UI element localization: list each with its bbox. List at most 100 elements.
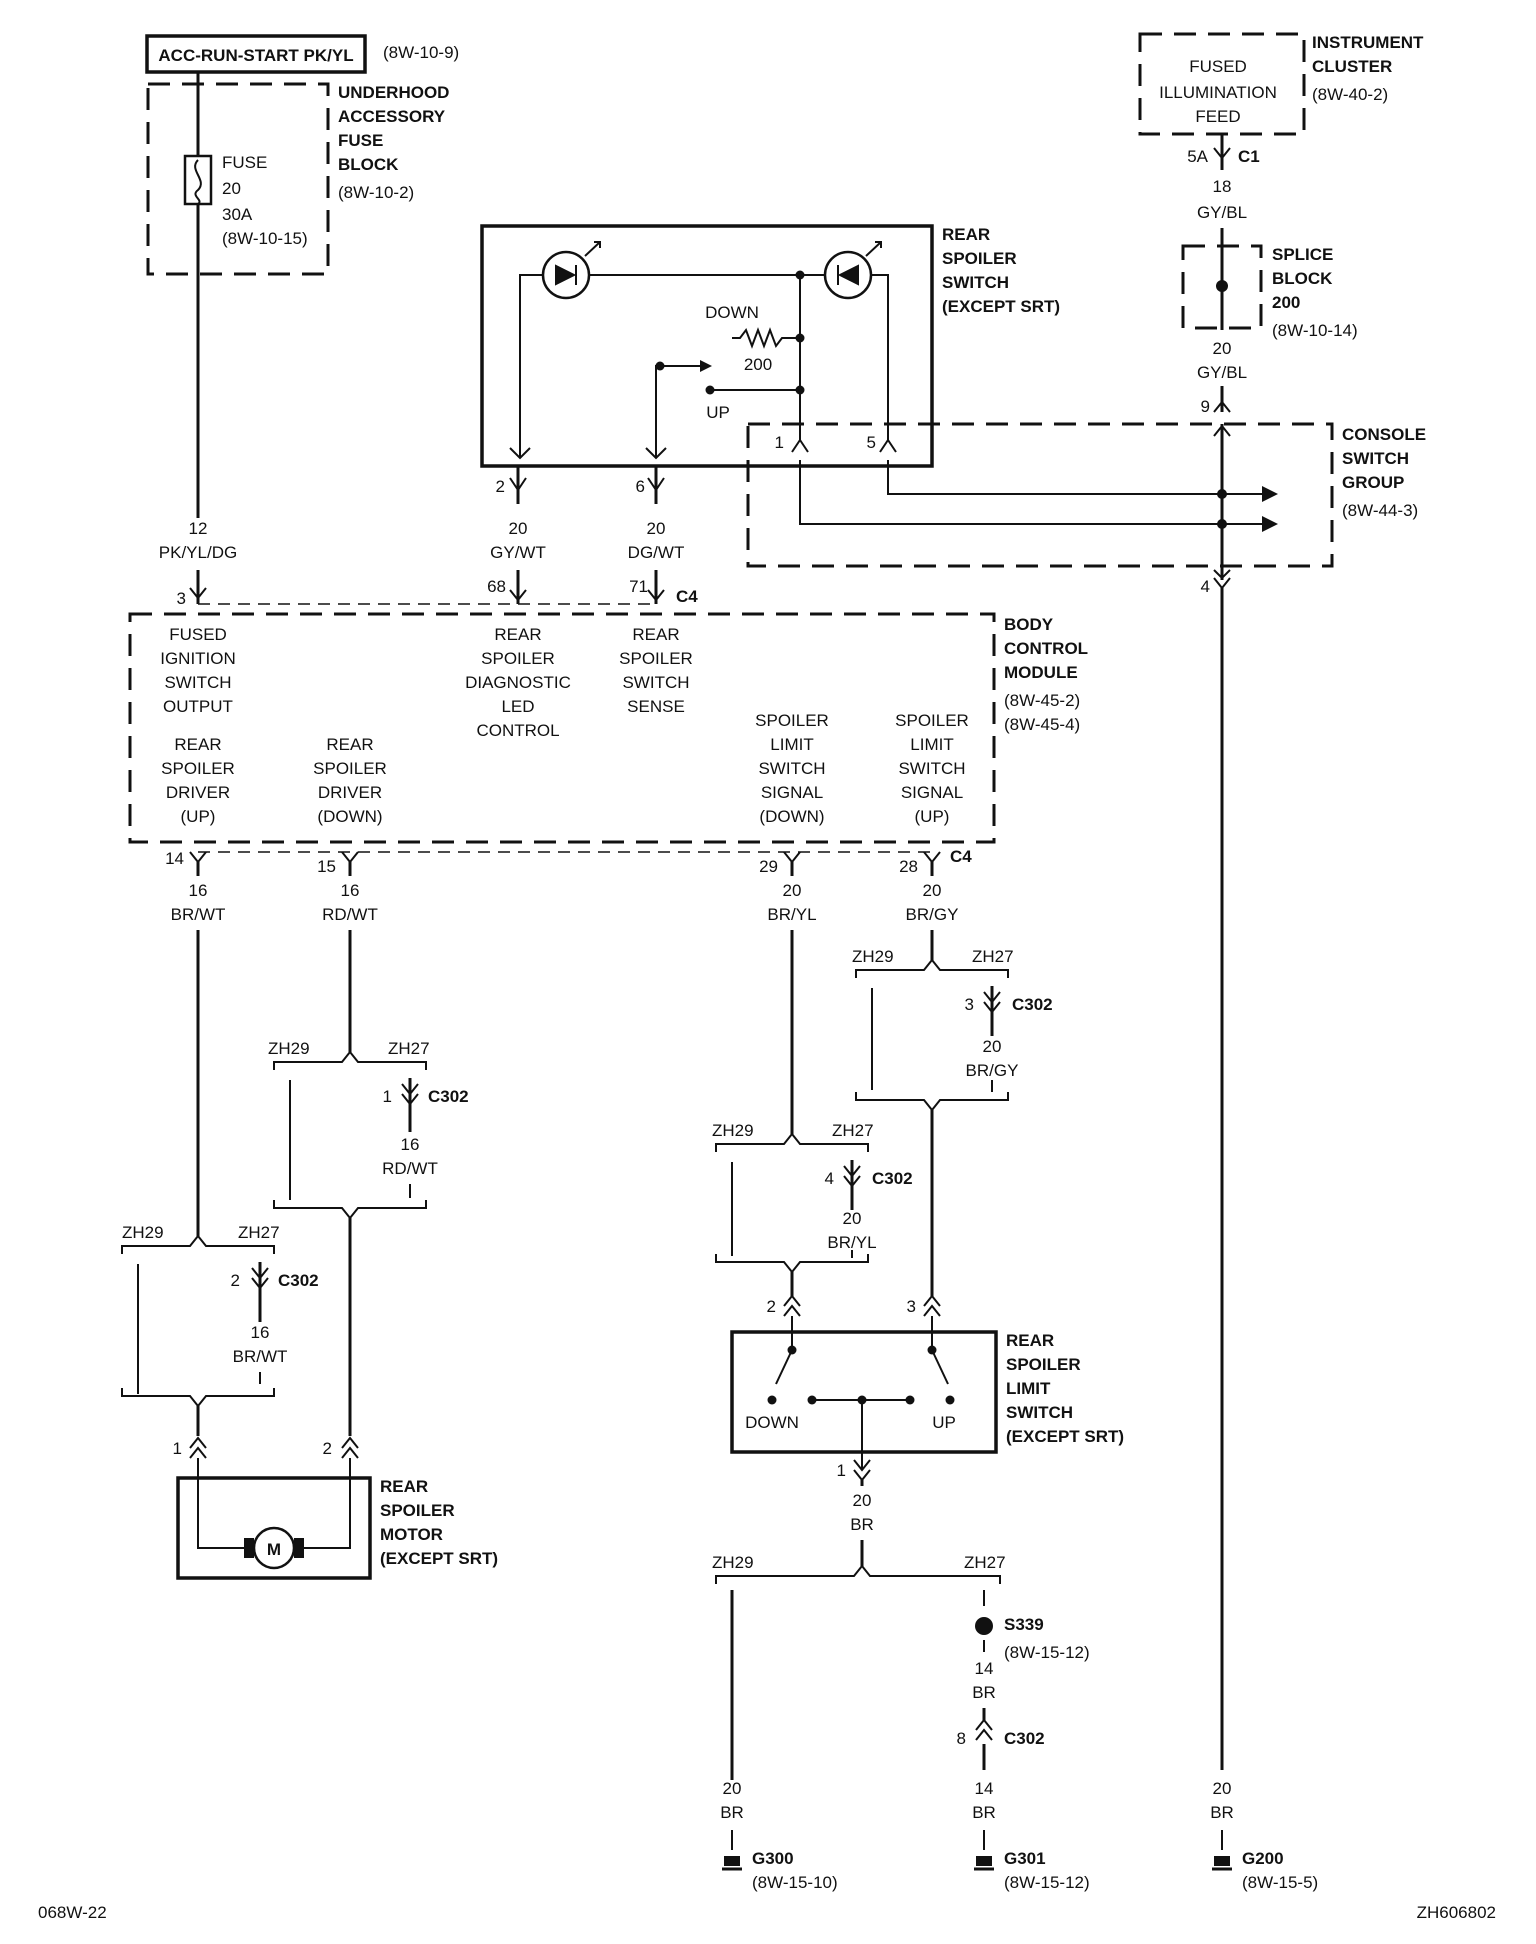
- c302-label-8: C302: [1004, 1729, 1045, 1748]
- source-label: ACC-RUN-START PK/YL: [158, 46, 353, 65]
- led-1-wire: [519, 274, 543, 458]
- c302-pin-1: 1: [383, 1087, 392, 1106]
- console-pin9-connector-icon: [1213, 400, 1231, 413]
- option-zh27-b: ZH27: [388, 1039, 430, 1058]
- led-2-diode-icon: [837, 264, 859, 286]
- console-pin-9: 9: [1201, 397, 1210, 416]
- c302-pin3-connector-icon: [983, 991, 1001, 1014]
- c302-pin-3: 3: [965, 995, 974, 1014]
- wire-splice-color: GY/BL: [1197, 363, 1247, 382]
- wire-c302-1-gauge: 16: [401, 1135, 420, 1154]
- svg-text:SPOILER: SPOILER: [755, 711, 829, 730]
- c302-label-2: C302: [278, 1271, 319, 1290]
- option-brace-28: [855, 958, 1009, 978]
- motor-pin2-connector-icon: [341, 1436, 359, 1459]
- bcm-func-3: FUSED IGNITION SWITCH OUTPUT: [160, 625, 236, 716]
- bcm-func-29: SPOILER LIMIT SWITCH SIGNAL (DOWN): [755, 711, 829, 826]
- s339-splice-icon: [975, 1617, 993, 1635]
- switch-node-3: [795, 270, 805, 280]
- cluster-ref: (8W-40-2): [1312, 85, 1388, 104]
- limit-pin3-connector-icon: [923, 1294, 941, 1317]
- g301-ref: (8W-15-12): [1004, 1873, 1090, 1892]
- wire-c1-color: GY/BL: [1197, 203, 1247, 222]
- wire-28-color: BR/GY: [906, 905, 959, 924]
- option-brace-ground: [715, 1564, 1001, 1584]
- g301-name: G301: [1004, 1849, 1046, 1868]
- bcm-func-28: SPOILER LIMIT SWITCH SIGNAL (UP): [895, 711, 969, 826]
- option-brace-15-bottom: [273, 1200, 427, 1220]
- fuse-block-outline: [146, 82, 330, 276]
- pin-71-connector-icon: [647, 589, 665, 602]
- svg-text:SIGNAL: SIGNAL: [761, 783, 823, 802]
- switch-pin1-connector-icon: [791, 438, 809, 453]
- c302-pin-8: 8: [957, 1729, 966, 1748]
- splice-name-1: SPLICE: [1272, 245, 1333, 264]
- g200-ground-icon: [1214, 1856, 1230, 1866]
- svg-text:REAR: REAR: [494, 625, 541, 644]
- svg-text:LIMIT: LIMIT: [770, 735, 813, 754]
- bcm-pin-15: 15: [317, 857, 336, 876]
- switch-pin6-arrow-icon: [645, 447, 667, 460]
- wire-g300-color: BR: [720, 1803, 744, 1822]
- console-arrow-2-icon: [1262, 516, 1278, 532]
- option-zh27-c: ZH27: [832, 1121, 874, 1140]
- cluster-pin: 5A: [1187, 147, 1208, 166]
- wire-sw6-color: DG/WT: [628, 543, 685, 562]
- fuse-block-ref: (8W-10-2): [338, 183, 414, 202]
- svg-text:SENSE: SENSE: [627, 697, 685, 716]
- motor-pin1-connector-icon: [189, 1436, 207, 1459]
- wire-sw2-gauge: 20: [509, 519, 528, 538]
- option-brace-14-bottom: [121, 1388, 275, 1408]
- option-zh29-b: ZH29: [268, 1039, 310, 1058]
- fuse-ref: (8W-10-15): [222, 229, 308, 248]
- limit-pin-1: 1: [837, 1461, 846, 1480]
- fuse-element-icon: [194, 159, 202, 205]
- bcm-top-connector: C4: [676, 587, 698, 606]
- bcm-ref-2: (8W-45-4): [1004, 715, 1080, 734]
- svg-text:(UP): (UP): [181, 807, 216, 826]
- wire-sw6-gauge: 20: [647, 519, 666, 538]
- option-zh29-a: ZH29: [122, 1223, 164, 1242]
- wire-limit-out-color: BR: [850, 1515, 874, 1534]
- wire-g200-gauge: 20: [1213, 1779, 1232, 1798]
- led-1-light-icon: [584, 241, 601, 257]
- resistor-icon: [732, 327, 800, 349]
- svg-text:DIAGNOSTIC: DIAGNOSTIC: [465, 673, 571, 692]
- svg-text:SPOILER: SPOILER: [619, 649, 693, 668]
- fuse-rating: 30A: [222, 205, 253, 224]
- switch-up-node: [705, 385, 715, 395]
- switch-name-1: REAR: [942, 225, 990, 244]
- bcm-pin-14: 14: [165, 849, 184, 868]
- svg-text:REAR: REAR: [326, 735, 373, 754]
- svg-text:SPOILER: SPOILER: [161, 759, 235, 778]
- c302-label-4: C302: [872, 1169, 913, 1188]
- svg-text:(UP): (UP): [915, 807, 950, 826]
- limit-name-1: REAR: [1006, 1331, 1054, 1350]
- limit-down-label: DOWN: [745, 1413, 799, 1432]
- switch-name-3: SWITCH: [942, 273, 1009, 292]
- svg-text:SWITCH: SWITCH: [164, 673, 231, 692]
- wire-c302-4-gauge: 20: [843, 1209, 862, 1228]
- splice-ref: (8W-10-14): [1272, 321, 1358, 340]
- led-2-wire: [871, 274, 889, 440]
- switch-node-1: [795, 333, 805, 343]
- wire-splice-gauge: 20: [1213, 339, 1232, 358]
- cluster-connector: C1: [1238, 147, 1260, 166]
- wire-15-gauge: 16: [341, 881, 360, 900]
- wire-c1-gauge: 18: [1213, 177, 1232, 196]
- wire-c302-1-color: RD/WT: [382, 1159, 438, 1178]
- footer-right: ZH606802: [1417, 1903, 1496, 1922]
- splice-name-2: BLOCK: [1272, 269, 1333, 288]
- switch-up-label: UP: [706, 403, 730, 422]
- switch-wiper-wire: [655, 365, 710, 458]
- rear-spoiler-motor-box: [176, 1476, 372, 1580]
- bcm-pin-3: 3: [177, 589, 186, 608]
- wire-s339-color: BR: [972, 1683, 996, 1702]
- svg-text:SPOILER: SPOILER: [481, 649, 555, 668]
- wire-fuse-color: PK/YL/DG: [159, 543, 237, 562]
- c302-pin-2: 2: [231, 1271, 240, 1290]
- limit-name-5: (EXCEPT SRT): [1006, 1427, 1124, 1446]
- source-box: [145, 34, 367, 74]
- switch-name-4: (EXCEPT SRT): [942, 297, 1060, 316]
